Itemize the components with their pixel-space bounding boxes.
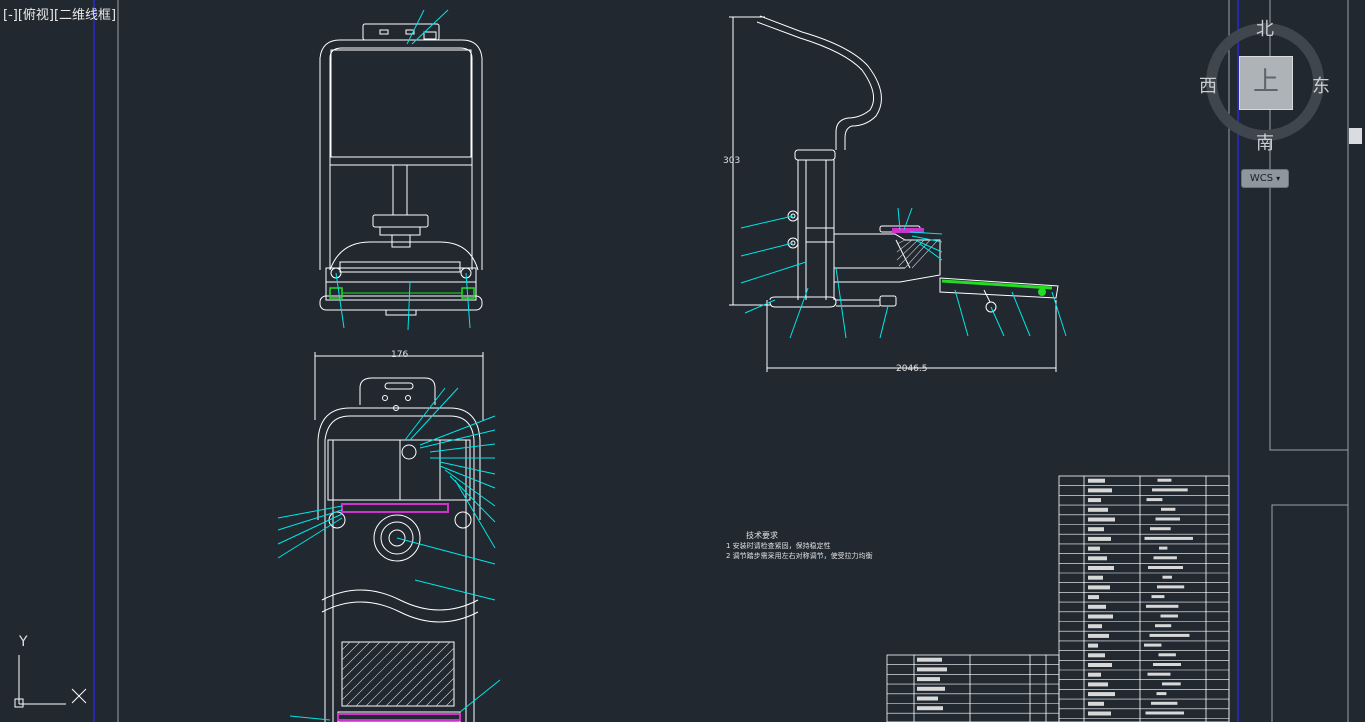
table-cell-glyphs	[1088, 653, 1105, 658]
adjacent-sheet-outline-top	[1269, 0, 1348, 451]
table-cell-glyphs	[917, 667, 947, 672]
table-cell-glyphs	[1153, 663, 1181, 666]
viewport-controls-label[interactable]: [-][俯视][二维线框]	[3, 8, 117, 23]
viewcube-compass-ring[interactable]	[1206, 23, 1324, 141]
table-cell-glyphs	[1157, 478, 1172, 482]
table-cell-glyphs	[1088, 711, 1111, 716]
table-cell-glyphs	[1145, 711, 1184, 715]
side-view-ramp-roller	[1038, 288, 1046, 296]
ucs-icon	[14, 655, 87, 708]
table-cell-glyphs	[1088, 527, 1104, 532]
ucs-y-label: Y	[19, 634, 28, 650]
side-view-ramp-highlight	[941, 279, 1053, 290]
table-cell-glyphs	[1088, 478, 1105, 483]
top-view-pedal-highlight	[341, 503, 449, 513]
table-cell-glyphs	[1153, 556, 1177, 560]
technical-requirements-title: 技术要求	[746, 531, 778, 540]
table-cell-glyphs	[1146, 498, 1163, 502]
viewcube-north[interactable]: 北	[1256, 19, 1274, 40]
table-cell-glyphs	[1088, 595, 1099, 600]
table-cell-glyphs	[917, 657, 942, 662]
table-cell-glyphs	[1088, 643, 1098, 648]
table-cell-glyphs	[1158, 653, 1176, 657]
parts-list-rows	[887, 478, 1229, 719]
table-cell-glyphs	[1162, 575, 1172, 579]
table-cell-glyphs	[1088, 692, 1115, 697]
side-view-seat-highlight	[892, 228, 924, 233]
adjacent-sheet-outline-bottom	[1271, 504, 1348, 722]
table-cell-glyphs	[1088, 488, 1112, 493]
table-cell-glyphs	[1088, 517, 1115, 522]
front-view[interactable]	[319, 23, 483, 316]
table-cell-glyphs	[1088, 614, 1113, 619]
dimension-width-top: 176	[391, 350, 409, 360]
table-cell-glyphs	[1149, 633, 1190, 637]
wcs-label: WCS	[1249, 173, 1274, 184]
side-view-leaders	[740, 207, 1067, 339]
table-cell-glyphs	[917, 696, 938, 701]
top-view-roller-highlight	[337, 713, 461, 721]
side-view-hatch	[896, 239, 939, 269]
table-cell-glyphs	[917, 677, 940, 682]
table-cell-glyphs	[1150, 527, 1171, 531]
wcs-menu-button[interactable]: WCS▾	[1241, 169, 1289, 188]
table-cell-glyphs	[1157, 585, 1185, 589]
table-cell-glyphs	[1088, 546, 1100, 551]
table-cell-glyphs	[1088, 507, 1108, 512]
table-cell-glyphs	[1155, 517, 1180, 521]
side-view[interactable]	[729, 15, 1059, 372]
top-view-leaders	[277, 387, 501, 721]
table-cell-glyphs	[1155, 624, 1172, 628]
dimension-height-side: 303	[723, 156, 741, 166]
table-cell-glyphs	[1088, 633, 1109, 638]
viewcube-west[interactable]: 西	[1199, 76, 1217, 97]
table-cell-glyphs	[1159, 546, 1168, 550]
table-cell-glyphs	[1088, 536, 1111, 541]
table-cell-glyphs	[1144, 643, 1162, 647]
viewcube-south[interactable]: 南	[1256, 133, 1274, 154]
table-cell-glyphs	[1088, 498, 1101, 503]
table-cell-glyphs	[1088, 663, 1112, 667]
belt-hatching	[341, 641, 455, 707]
table-cell-glyphs	[1162, 682, 1181, 686]
table-cell-glyphs	[1088, 604, 1106, 609]
table-cell-glyphs	[1144, 536, 1193, 540]
top-view[interactable]	[314, 352, 484, 722]
table-cell-glyphs	[1156, 692, 1167, 696]
table-cell-glyphs	[1146, 604, 1179, 608]
table-cell-glyphs	[917, 686, 945, 691]
table-cell-glyphs	[1160, 614, 1178, 618]
table-cell-glyphs	[1147, 672, 1171, 676]
technical-requirement-2: 2 调节踏步需采用左右对称调节，使受拉力均衡	[726, 552, 873, 560]
table-cell-glyphs	[1088, 672, 1101, 677]
table-cell-glyphs	[1088, 624, 1102, 629]
table-cell-glyphs	[1151, 701, 1178, 705]
table-cell-glyphs	[1088, 575, 1103, 580]
viewcube-east[interactable]: 东	[1312, 76, 1330, 97]
table-cell-glyphs	[1148, 566, 1183, 569]
table-cell-glyphs	[1088, 556, 1107, 561]
chevron-down-icon: ▾	[1276, 174, 1281, 183]
table-cell-glyphs	[1151, 595, 1165, 599]
dimension-length-side: 2046.5	[896, 364, 928, 374]
table-cell-glyphs	[1161, 507, 1176, 511]
table-cell-glyphs	[1152, 488, 1188, 492]
technical-requirement-1: 1 安装时请检查紧固，保持稳定性	[726, 542, 831, 550]
table-cell-glyphs	[1088, 701, 1104, 706]
table-cell-glyphs	[1088, 682, 1108, 687]
table-cell-glyphs	[917, 706, 943, 711]
parts-list-table[interactable]	[886, 475, 1230, 722]
table-cell-glyphs	[1088, 585, 1110, 590]
scrollbar-thumb[interactable]	[1349, 128, 1362, 144]
table-cell-glyphs	[1088, 566, 1114, 570]
viewcube-top-face[interactable]: 上	[1239, 56, 1293, 110]
front-view-leaders	[335, 9, 471, 331]
